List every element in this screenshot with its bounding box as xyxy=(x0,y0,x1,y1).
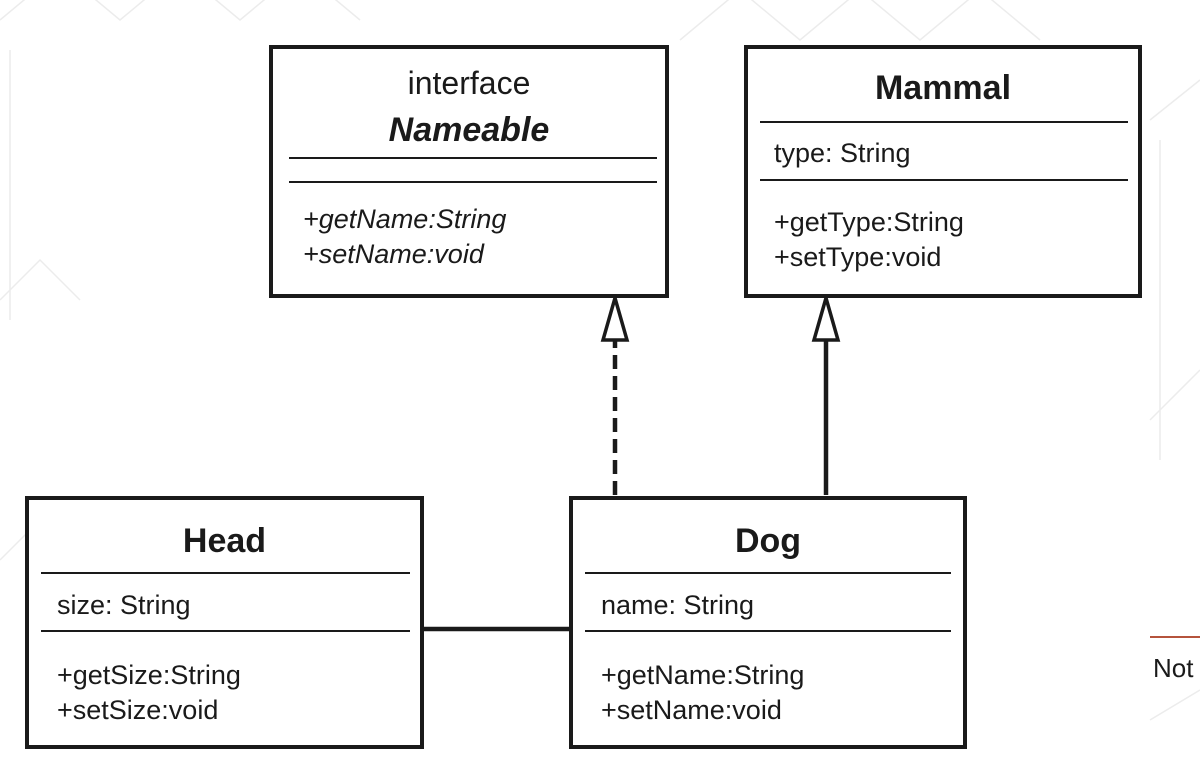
generalization-arrowhead xyxy=(811,291,841,342)
nameable-separator-top xyxy=(289,157,657,159)
nameable-method: +getName:String xyxy=(303,204,507,234)
nameable-separator-bottom xyxy=(289,181,657,183)
dog-method: +getName:String xyxy=(601,660,805,690)
dog-separator-bottom xyxy=(585,630,951,632)
head-attribute: size: String xyxy=(57,590,191,620)
head-method: +getSize:String xyxy=(57,660,241,690)
mammal-name: Mammal xyxy=(874,69,1012,107)
dog-method: +setName:void xyxy=(601,695,782,725)
side-note-rule xyxy=(1150,636,1200,638)
mammal-attribute: type: String xyxy=(774,138,911,168)
dog-attribute: name: String xyxy=(601,590,755,620)
head-separator-bottom xyxy=(41,630,410,632)
nameable-stereotype: interface xyxy=(407,65,531,101)
mammal-separator-bottom xyxy=(760,179,1128,181)
mammal-class-box[interactable]: Mammal type: String +getType:String +set… xyxy=(744,45,1142,298)
nameable-name: Nameable xyxy=(388,111,550,149)
dog-separator-top xyxy=(585,572,951,574)
head-method: +setSize:void xyxy=(57,695,219,725)
nameable-interface-box[interactable]: interface Nameable +getName:String +setN… xyxy=(269,45,669,298)
head-name: Head xyxy=(182,522,267,560)
mammal-method: +setType:void xyxy=(774,242,942,272)
realization-arrowhead xyxy=(600,291,630,342)
head-separator-top xyxy=(41,572,410,574)
head-class-box[interactable]: Head size: String +getSize:String +setSi… xyxy=(25,496,424,749)
nameable-method: +setName:void xyxy=(303,239,484,269)
dog-name: Dog xyxy=(734,522,802,560)
dog-class-box[interactable]: Dog name: String +getName:String +setNam… xyxy=(569,496,967,749)
mammal-separator-top xyxy=(760,121,1128,123)
mammal-method: +getType:String xyxy=(774,207,964,237)
side-note-text: Not xyxy=(1153,653,1194,683)
